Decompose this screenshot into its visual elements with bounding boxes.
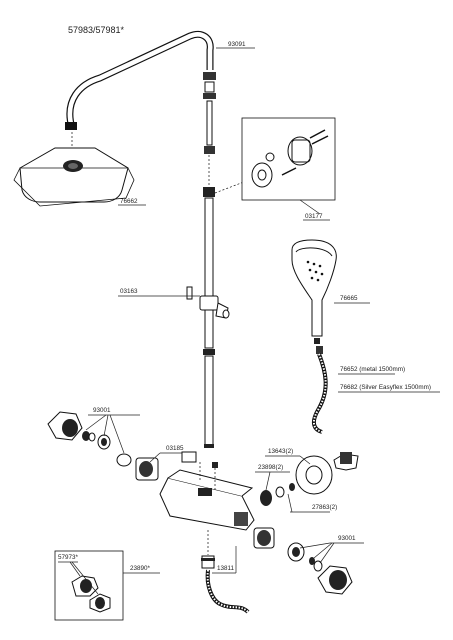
- label-nut: 13643(2): [268, 448, 293, 455]
- thermostat-body: [159, 451, 255, 531]
- label-cap: 03185: [166, 445, 184, 452]
- hand-shower: [291, 239, 337, 344]
- label-arm: 93091: [228, 41, 246, 48]
- right-handle-group: [253, 527, 353, 595]
- shower-arm: [65, 30, 214, 130]
- shower-hose: [311, 346, 328, 434]
- label-cartridge: 23890*: [130, 565, 151, 572]
- inset-box: [54, 550, 124, 621]
- label-handshower: 76665: [340, 295, 358, 302]
- label-bracket: 03177: [305, 213, 323, 220]
- head-shower: [13, 132, 135, 207]
- label-washer-set: 23898(2): [258, 464, 283, 471]
- left-handle-group: [47, 411, 159, 481]
- riser-pipe: [203, 187, 215, 448]
- label-head: 76662: [120, 198, 138, 205]
- label-hose-silverflex: 76682 (Silver Easyflex 1500mm): [340, 384, 431, 391]
- bottom-outlet: [201, 530, 250, 614]
- slider: [186, 286, 230, 319]
- arm-coupling: [203, 72, 216, 185]
- label-thermostat: 13811: [217, 565, 235, 572]
- label-handle-right: 93001: [338, 535, 356, 542]
- wall-bracket: [241, 117, 336, 201]
- right-connection-group: [260, 452, 359, 506]
- label-slider: 03163: [120, 288, 138, 295]
- label-handle-left: 93001: [93, 407, 111, 414]
- diagram-title: 57983/57981*: [68, 25, 125, 35]
- label-hose-metal: 76652 (metal 1500mm): [340, 366, 405, 373]
- label-inset: 57973*: [58, 554, 79, 561]
- label-seal: 27863(2): [312, 504, 337, 511]
